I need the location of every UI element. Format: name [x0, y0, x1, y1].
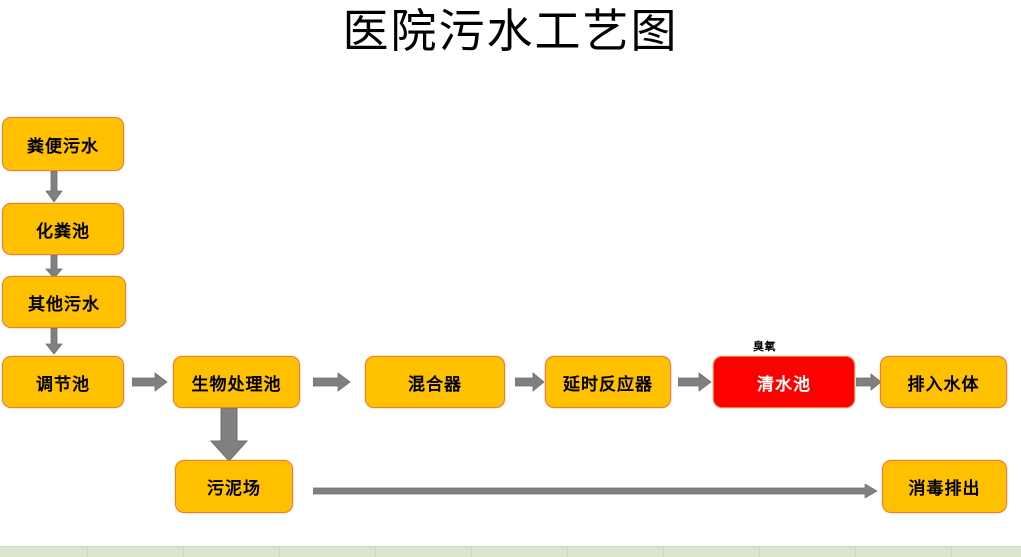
node-bio-treatment-tank[interactable]: 生物处理池 [173, 356, 300, 408]
arrow-bio-to-sludge [209, 408, 249, 462]
spreadsheet-cell [88, 547, 184, 557]
label-ozone: 臭氧 [753, 341, 776, 353]
spreadsheet-cell [280, 547, 376, 557]
node-discharge-to-water[interactable]: 排入水体 [880, 356, 1007, 408]
arrow-regulating-to-bio [132, 372, 168, 392]
arrow-sludge-to-disinfected-discharge [313, 484, 878, 498]
spreadsheet-cell [568, 547, 664, 557]
page-title: 医院污水工艺图 [342, 6, 679, 57]
arrow-septic-to-other [45, 255, 63, 279]
arrow-other-to-regulating [45, 328, 63, 355]
node-fecal-sewage[interactable]: 粪便污水 [2, 117, 124, 171]
node-septic-tank[interactable]: 化粪池 [2, 203, 124, 255]
spreadsheet-cell [184, 547, 280, 557]
arrow-fecal-to-septic [45, 171, 63, 203]
node-disinfected-discharge[interactable]: 消毒排出 [882, 460, 1007, 513]
spreadsheet-cell [760, 547, 856, 557]
spreadsheet-cell [472, 547, 568, 557]
node-delay-reactor[interactable]: 延时反应器 [545, 356, 671, 408]
spreadsheet-cell [952, 547, 1021, 557]
spreadsheet-cell [856, 547, 952, 557]
arrow-clear-water-to-discharge [856, 373, 882, 391]
spreadsheet-cell [376, 547, 472, 557]
arrow-bio-to-mixer [313, 372, 351, 392]
spreadsheet-strip [0, 546, 1021, 557]
arrow-mixer-to-delay-reactor [515, 372, 545, 392]
node-clear-water-tank[interactable]: 清水池 [713, 356, 855, 408]
node-sludge-field[interactable]: 污泥场 [175, 460, 293, 513]
spreadsheet-cell [664, 547, 760, 557]
arrow-delay-reactor-to-clear-water [678, 372, 712, 392]
spreadsheet-cell [0, 547, 88, 557]
node-mixer[interactable]: 混合器 [365, 356, 505, 408]
node-regulating-tank[interactable]: 调节池 [2, 356, 124, 408]
node-other-sewage[interactable]: 其他污水 [2, 276, 126, 328]
